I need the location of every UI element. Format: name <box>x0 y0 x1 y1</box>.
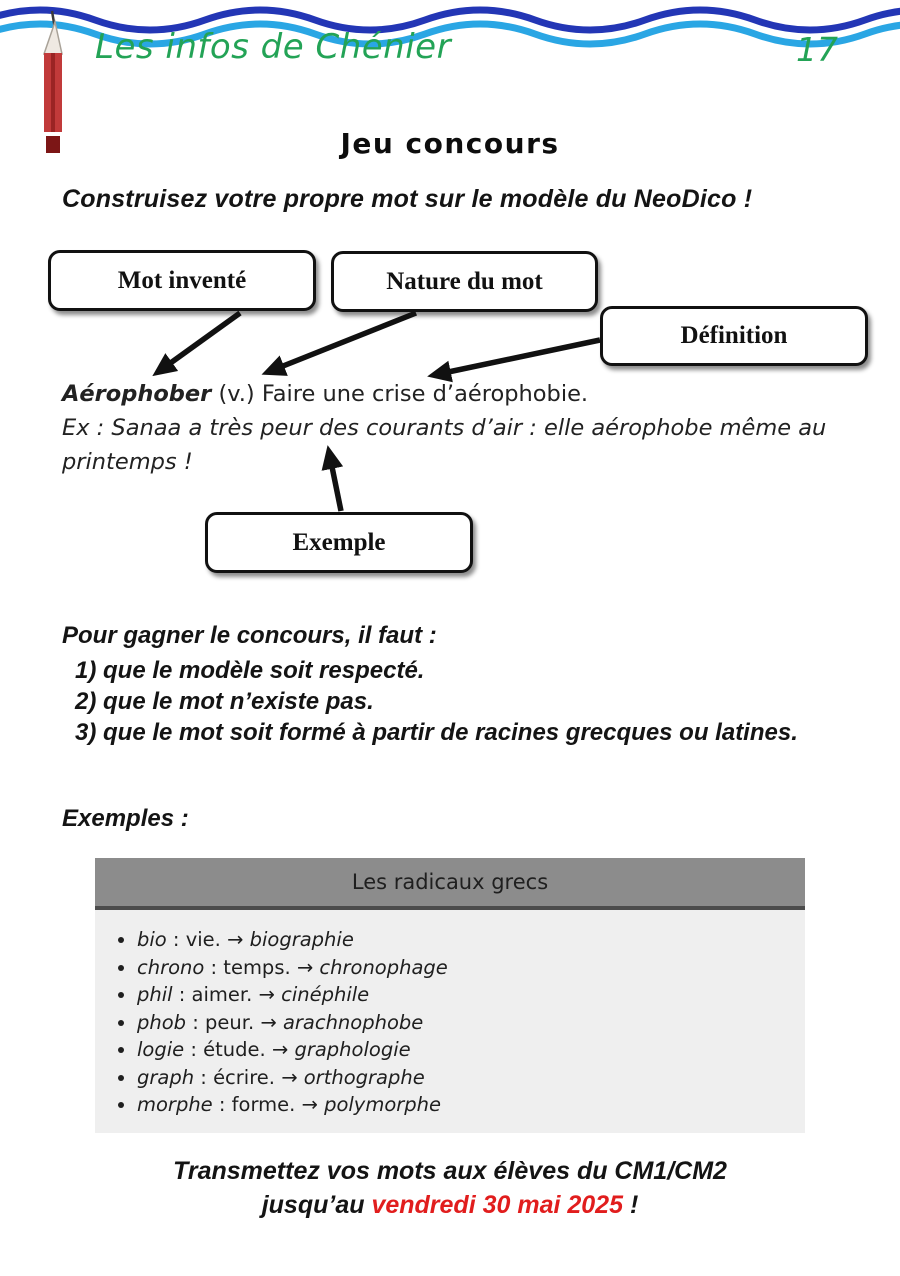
arrow-glyph: → <box>295 1093 325 1116</box>
footer-deadline-suffix: ! <box>623 1191 639 1219</box>
radical: phob <box>137 1010 187 1034</box>
entry-nature: (v.) <box>218 381 255 407</box>
newsletter-title: Les infos de Chénier <box>95 27 452 67</box>
label-example: Exemple <box>292 528 386 556</box>
rule-item-3: 3) que le mot soit formé à partir de rac… <box>75 719 798 746</box>
label-word-nature: Nature du mot <box>386 267 543 295</box>
radical: morphe <box>137 1093 213 1116</box>
meaning: vie. <box>185 928 221 951</box>
label-invented-word: Mot inventé <box>117 266 247 294</box>
separator-colon: : <box>184 1038 204 1061</box>
page-title: Jeu concours <box>340 127 560 160</box>
pencil-icon <box>42 10 63 153</box>
label-box-invented-word: Mot inventé <box>48 250 316 311</box>
meaning: forme. <box>231 1093 296 1116</box>
separator-colon: : <box>166 928 186 951</box>
entry-word: Aérophober <box>62 381 212 407</box>
arrow-glyph: → <box>220 928 250 951</box>
radical-item: morphe : forme. → polymorphe <box>137 1091 805 1119</box>
separator-colon: : <box>212 1093 232 1116</box>
page-number: 17 <box>796 30 838 69</box>
radicals-table-body: bio : vie. → biographie chrono : temps. … <box>95 910 805 1133</box>
rule-item-2: 2) que le mot n’existe pas. <box>75 688 374 715</box>
footer-line2: jusqu’au vendredi 30 mai 2025 ! <box>0 1191 900 1220</box>
separator-colon: : <box>172 983 192 1006</box>
entry-example-sentence: Ex : Sanaa a très peur des courants d’ai… <box>62 415 827 475</box>
radical-item: logie : étude. → graphologie <box>137 1036 805 1064</box>
arrow-glyph: → <box>252 983 282 1006</box>
entry-definition: Faire une crise d’aérophobie. <box>261 381 589 407</box>
entry-line: Aérophober (v.) Faire une crise d’aéroph… <box>62 377 872 411</box>
label-definition: Définition <box>680 322 788 349</box>
rules-heading: Pour gagner le concours, il faut : <box>62 622 437 649</box>
derived-word: polymorphe <box>324 1093 442 1116</box>
intro-text: Construisez votre propre mot sur le modè… <box>62 185 753 213</box>
arrow-glyph: → <box>275 1065 304 1089</box>
pencil-tip <box>42 19 63 55</box>
pencil-body-stripe <box>51 53 55 132</box>
separator-colon: : <box>186 1010 206 1034</box>
meaning: aimer. <box>191 983 253 1006</box>
arrow-word-nature <box>261 310 418 376</box>
label-box-example: Exemple <box>205 512 473 573</box>
derived-word: chronophage <box>319 955 448 979</box>
footer-deadline-prefix: jusqu’au <box>261 1191 372 1219</box>
radicals-table-title: Les radicaux grecs <box>351 870 549 894</box>
model-entry: Aérophober (v.) Faire une crise d’aéroph… <box>62 377 872 479</box>
wave-light <box>0 20 900 48</box>
footer-deadline-date: vendredi 30 mai 2025 <box>371 1191 623 1219</box>
label-box-word-nature: Nature du mot <box>331 251 598 312</box>
wave-divider <box>0 6 900 48</box>
derived-word: arachnophobe <box>282 1010 424 1034</box>
meaning: écrire. <box>213 1065 275 1089</box>
derived-word: biographie <box>249 928 354 951</box>
derived-word: orthographe <box>303 1065 425 1089</box>
meaning: étude. <box>203 1038 266 1061</box>
derived-word: cinéphile <box>281 983 370 1006</box>
wave-dark <box>0 6 900 34</box>
label-box-definition: Définition <box>600 306 868 366</box>
radical: bio <box>137 928 167 951</box>
rules-section: Pour gagner le concours, il faut : 1) qu… <box>62 620 802 748</box>
radicals-table-header: Les radicaux grecs <box>95 858 805 910</box>
radical-item: bio : vie. → biographie <box>137 926 805 954</box>
arrow-definition <box>427 337 601 383</box>
radical-item: phil : aimer. → cinéphile <box>137 981 805 1009</box>
radical: phil <box>137 983 173 1006</box>
pencil-eraser <box>46 136 60 153</box>
derived-word: graphologie <box>294 1038 411 1061</box>
separator-colon: : <box>204 955 224 979</box>
arrow-glyph: → <box>254 1010 283 1034</box>
radical-item: graph : écrire. → orthographe <box>137 1064 805 1092</box>
radical: logie <box>137 1038 185 1061</box>
examples-heading: Exemples : <box>62 805 189 832</box>
arrow-glyph: → <box>290 955 320 979</box>
radical: chrono <box>137 955 205 979</box>
radical: graph <box>137 1065 195 1089</box>
arrow-invented-word <box>152 310 242 377</box>
meaning: temps. <box>223 955 291 979</box>
radical-item: phob : peur. → arachnophobe <box>137 1009 805 1037</box>
footer-line1: Transmettez vos mots aux élèves du CM1/C… <box>173 1157 727 1185</box>
separator-colon: : <box>194 1065 214 1089</box>
arrow-glyph: → <box>265 1038 295 1061</box>
radicals-table: Les radicaux grecs bio : vie. → biograph… <box>95 858 805 1133</box>
meaning: peur. <box>205 1010 255 1034</box>
radical-item: chrono : temps. → chronophage <box>137 954 805 982</box>
rule-item-1: 1) que le modèle soit respecté. <box>75 657 425 684</box>
radicals-list: bio : vie. → biographie chrono : temps. … <box>95 926 805 1119</box>
